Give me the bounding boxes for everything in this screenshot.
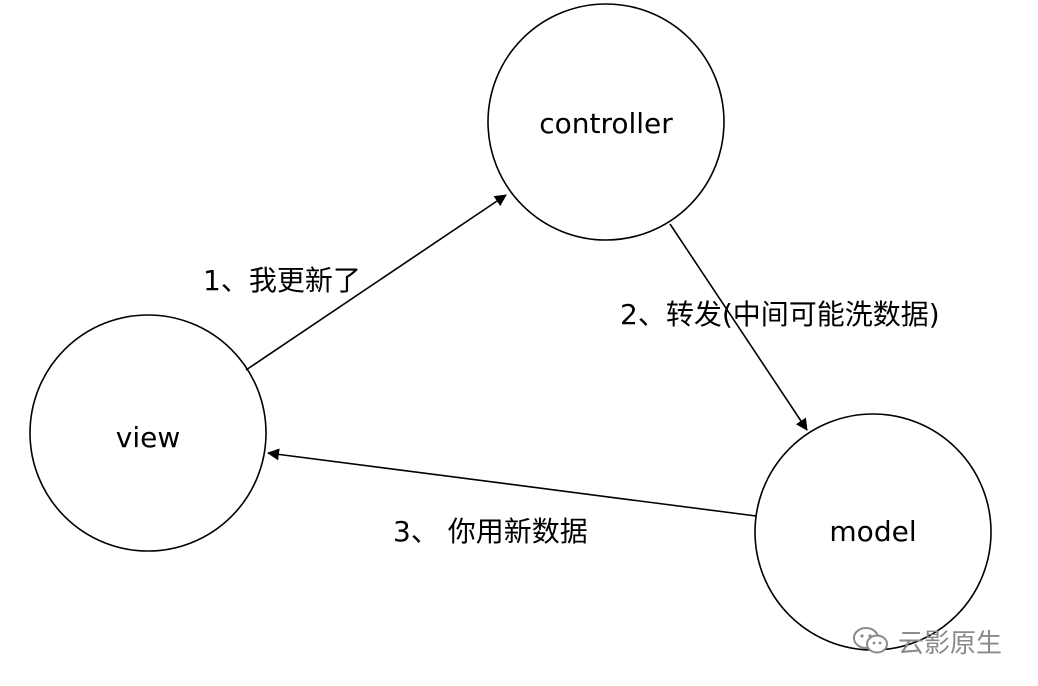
view-label: view xyxy=(115,421,181,454)
edge-label-model-to-view: 3、 你用新数据 xyxy=(393,515,588,548)
edge-model-to-view xyxy=(267,448,757,517)
edge-label-controller-to-model: 2、转发(中间可能洗数据) xyxy=(620,298,940,331)
view-node xyxy=(29,314,267,552)
wechat-icon xyxy=(852,626,890,656)
controller-node xyxy=(487,3,725,241)
edge-label-view-to-controller: 1、我更新了 xyxy=(203,264,361,297)
watermark-text: 云影原生 xyxy=(898,628,1003,659)
watermark: 云影原生 xyxy=(852,624,1003,659)
edge-controller-to-model xyxy=(669,223,808,431)
controller-label: controller xyxy=(539,107,673,140)
model-label: model xyxy=(829,515,917,548)
edge-view-to-controller xyxy=(245,194,507,371)
